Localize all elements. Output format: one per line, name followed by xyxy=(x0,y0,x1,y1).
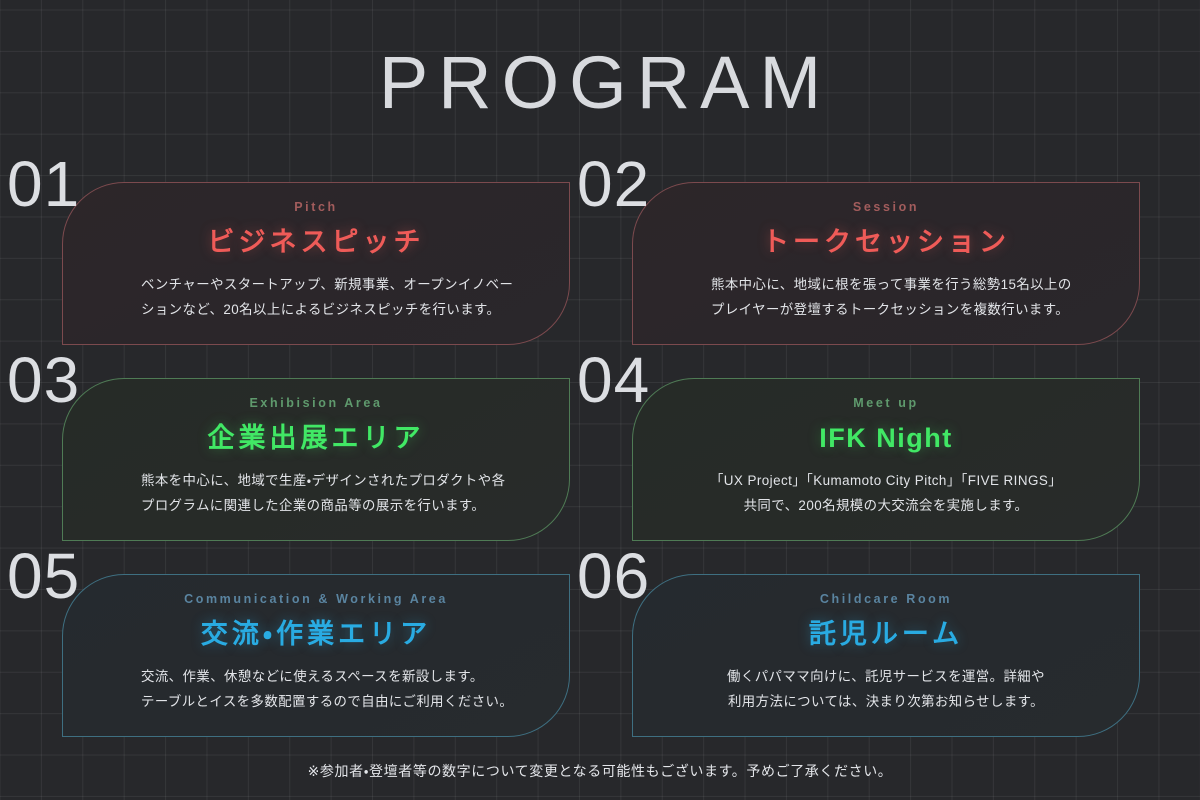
card-panel: Session トークセッション熊本中心に、地域に根を張って事業を行う総勢15名以… xyxy=(632,182,1140,345)
card-eyebrow: Meet up xyxy=(853,396,919,410)
card-heading: ビジネスピッチ xyxy=(207,226,425,257)
card-body-line: 利用方法については、決まり次第お知らせします。 xyxy=(727,693,1045,709)
card-content: Childcare Room 託児ルーム働くパパママ向けに、託児サービスを運営。詳… xyxy=(633,575,1139,714)
card-body-line: プレイヤーが登壇するトークセッションを複数行います。 xyxy=(711,301,1070,317)
card-eyebrow: Pitch xyxy=(294,200,338,214)
card-eyebrow: Exhibision Area xyxy=(249,396,383,410)
card-body-line: 熊本を中心に、地域で生産・デザインされたプロダクトや各 xyxy=(141,472,506,488)
card-panel: Exhibision Area 企業出展エリア熊本を中心に、地域で生産・デザインさ… xyxy=(62,378,570,541)
program-card: Session トークセッション熊本中心に、地域に根を張って事業を行う総勢15名以… xyxy=(577,152,1140,345)
card-heading: IFK Night xyxy=(819,422,953,453)
card-content: Pitch ビジネスピッチベンチャーやスタートアップ、新規事業、オープンイノベーシ… xyxy=(63,183,569,322)
card-content: Communication & Working Area 交流・作業エリア交流、作… xyxy=(63,575,569,714)
footnote: ※参加者・登壇者等の数字について変更となる可能性もございます。予めご了承ください… xyxy=(307,763,893,780)
card-content: Session トークセッション熊本中心に、地域に根を張って事業を行う総勢15名以… xyxy=(633,183,1139,322)
card-panel: Meet up IFK Night 「UX Project」「Kumamoto Ci… xyxy=(632,378,1140,541)
page-title: PROGRAM xyxy=(378,41,832,124)
program-card: Meet up IFK Night 「UX Project」「Kumamoto Ci… xyxy=(577,348,1140,541)
card-body: ベンチャーやスタートアップ、新規事業、オープンイノベーションなど、20名以上によ… xyxy=(97,272,535,322)
card-eyebrow: Session xyxy=(852,200,920,214)
card-heading: トークセッション xyxy=(762,226,1010,257)
card-body-line: プログラムに関連した企業の商品等の展示を行います。 xyxy=(141,497,486,513)
card-eyebrow: Communication & Working Area xyxy=(184,592,448,606)
program-card: Exhibision Area 企業出展エリア熊本を中心に、地域で生産・デザインさ… xyxy=(7,348,570,541)
card-heading: 託児ルーム xyxy=(808,618,964,649)
card-body-line: 交流、作業、休憩などに使えるスペースを新設します。 xyxy=(141,668,484,684)
card-body: 熊本を中心に、地域で生産・デザインされたプロダクトや各プログラムに関連した企業の… xyxy=(97,468,535,518)
card-body-line: ベンチャーやスタートアップ、新規事業、オープンイノベー xyxy=(141,276,514,292)
card-panel: Childcare Room 託児ルーム働くパパママ向けに、託児サービスを運営。詳… xyxy=(632,574,1140,737)
card-body: 交流、作業、休憩などに使えるスペースを新設します。テーブルとイスを多数配置するの… xyxy=(97,664,535,714)
card-body-line: 共同で、200名規模の大交流会を実施します。 xyxy=(743,497,1029,513)
card-eyebrow: Childcare Room xyxy=(819,592,953,606)
program-card: Communication & Working Area 交流・作業エリア交流、作… xyxy=(7,544,570,737)
card-heading: 交流・作業エリア xyxy=(200,618,432,649)
card-content: Meet up IFK Night 「UX Project」「Kumamoto Ci… xyxy=(633,379,1139,518)
card-body-line: 熊本中心に、地域に根を張って事業を行う総勢15名以上の xyxy=(711,276,1072,292)
card-body-line: テーブルとイスを多数配置するので自由にご利用ください。 xyxy=(141,693,514,709)
program-card-grid: Pitch ビジネスピッチベンチャーやスタートアップ、新規事業、オープンイノベーシ… xyxy=(0,152,1200,737)
card-panel: Communication & Working Area 交流・作業エリア交流、作… xyxy=(62,574,570,737)
program-card: Childcare Room 託児ルーム働くパパママ向けに、託児サービスを運営。詳… xyxy=(577,544,1140,737)
card-body: 熊本中心に、地域に根を張って事業を行う総勢15名以上のプレイヤーが登壇するトーク… xyxy=(667,272,1105,322)
card-content: Exhibision Area 企業出展エリア熊本を中心に、地域で生産・デザインさ… xyxy=(63,379,569,518)
program-card: Pitch ビジネスピッチベンチャーやスタートアップ、新規事業、オープンイノベーシ… xyxy=(7,152,570,345)
card-panel: Pitch ビジネスピッチベンチャーやスタートアップ、新規事業、オープンイノベーシ… xyxy=(62,182,570,345)
card-body-line: 働くパパママ向けに、託児サービスを運営。詳細や xyxy=(727,668,1045,684)
card-body: 「UX Project」「Kumamoto City Pitch」「FIVE R… xyxy=(667,468,1105,518)
card-heading: 企業出展エリア xyxy=(207,422,425,453)
card-body-line: ションなど、20名以上によるビジネスピッチを行います。 xyxy=(141,301,501,317)
card-body-line: 「UX Project」「Kumamoto City Pitch」「FIVE R… xyxy=(709,472,1063,488)
card-body: 働くパパママ向けに、託児サービスを運営。詳細や利用方法については、決まり次第お知… xyxy=(667,664,1105,714)
